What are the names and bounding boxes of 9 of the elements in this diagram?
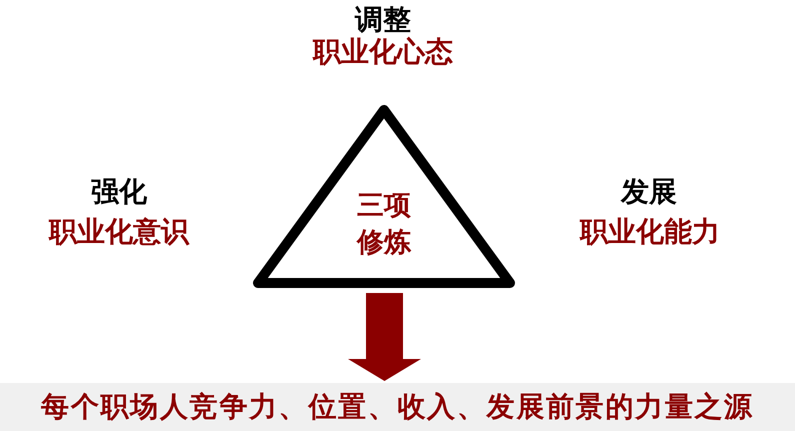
heading: 发展 — [621, 177, 677, 207]
heading: 调整 — [355, 5, 411, 35]
triangle-text: 三项修炼 — [356, 189, 412, 260]
subheading: 职业化心态 — [313, 37, 453, 67]
subheading: 职业化意识 — [49, 217, 189, 247]
subheading: 职业化能力 — [580, 217, 720, 247]
heading: 强化 — [91, 177, 147, 207]
block-arrow — [348, 293, 421, 381]
banner-text: 每个职场人竞争力、位置、收入、发展前景的力量之源 — [41, 391, 754, 423]
